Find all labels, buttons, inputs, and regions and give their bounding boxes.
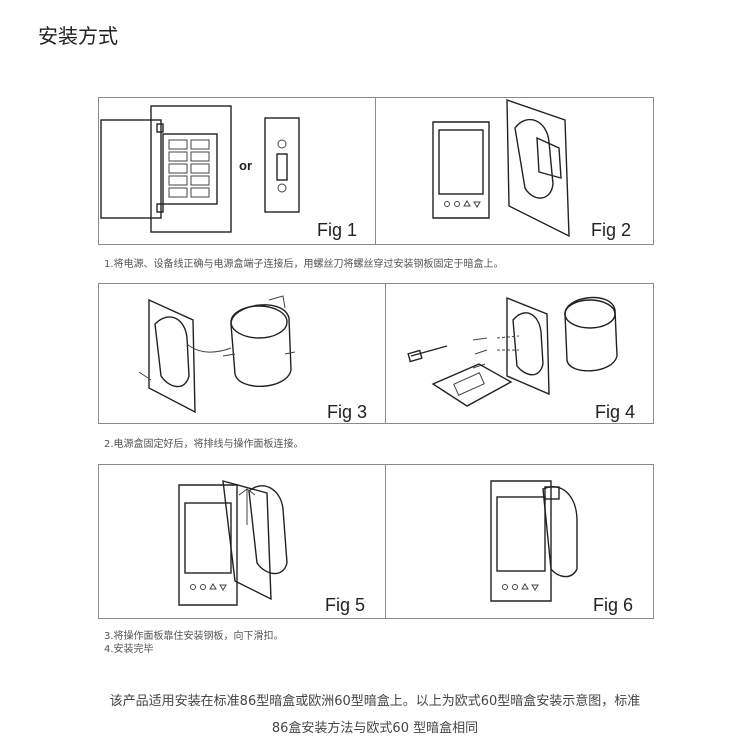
installed-thermostat-illustration: [490, 480, 578, 602]
divider: [375, 98, 376, 244]
screws-and-screwdriver-illustration: [407, 296, 618, 407]
figure-row-1: or Fig 1 Fig 2: [98, 97, 654, 245]
fig-3-label: Fig 3: [327, 402, 368, 422]
breaker-box-illustration: [100, 105, 300, 233]
thermostat-and-plate-illustration: [432, 99, 570, 238]
note-line-1: 该产品适用安装在标准86型暗盒或欧洲60型暗盒上。以上为欧式60型暗盒安装示意图…: [109, 694, 641, 709]
step-2-text: 2.电源盒固定好后，将排线与操作面板连接。: [104, 439, 304, 450]
plate-and-backbox-illustration: [138, 295, 296, 414]
fig-4-label: Fig 4: [595, 402, 636, 422]
step-3-text: 3.将操作面板靠住安装钢板，向下滑扣。: [104, 631, 284, 642]
fig-1-label: Fig 1: [317, 220, 358, 240]
figure-row-3: Fig 5 Fig 6: [98, 464, 654, 619]
fig-6-label: Fig 6: [593, 595, 634, 615]
fig-5-label: Fig 5: [325, 595, 366, 615]
or-label: or: [239, 158, 252, 173]
divider: [385, 284, 386, 423]
divider: [385, 465, 386, 618]
panel-slide-illustration: [178, 480, 288, 606]
note-line-2: 86盒安装方法与欧式60 型暗盒相同: [271, 721, 479, 736]
fig-2-label: Fig 2: [591, 220, 632, 240]
step-4-text: 4.安装完毕: [104, 644, 154, 655]
figure-row-2: Fig 3 Fig 4: [98, 283, 654, 424]
step-1-text: 1.将电源、设备线正确与电源盒端子连接后，用螺丝刀将螺丝穿过安装钢板固定于暗盒上…: [104, 259, 504, 270]
page-title: 安装方式: [38, 24, 118, 48]
